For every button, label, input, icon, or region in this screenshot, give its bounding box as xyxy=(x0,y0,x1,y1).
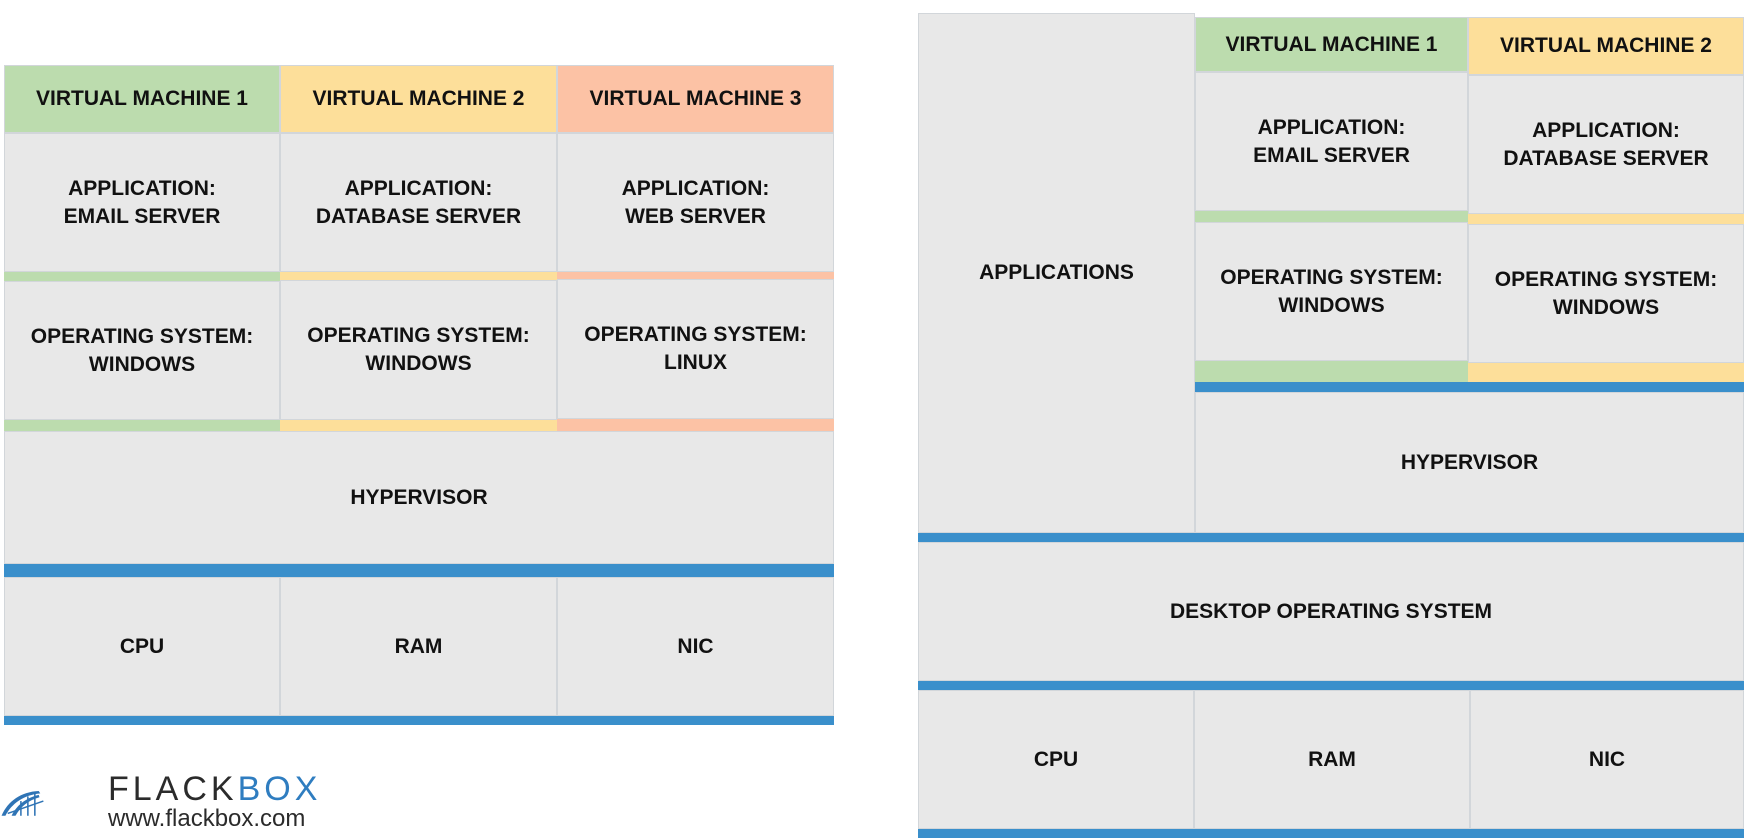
right-vm1-os-divider xyxy=(1195,361,1468,382)
right-desktop-os-top-divider xyxy=(918,533,1744,542)
right-hypervisor-label: HYPERVISOR xyxy=(1400,450,1539,474)
right-vm1-os-label: OPERATING SYSTEM: xyxy=(1220,265,1443,289)
right-desktop-os-bottom-divider xyxy=(918,681,1744,690)
left-vm2-app-divider xyxy=(280,272,557,280)
right-cpu-label: CPU xyxy=(1033,747,1079,771)
right-vm2-app-value: DATABASE SERVER xyxy=(1503,146,1709,170)
left-hardware-divider xyxy=(4,716,834,725)
left-vm3-app-divider xyxy=(557,272,834,279)
left-vm1-app-value: EMAIL SERVER xyxy=(63,204,221,228)
right-vm1-os: OPERATING SYSTEM: WINDOWS xyxy=(1195,222,1468,361)
left-vm2-os-label: OPERATING SYSTEM: xyxy=(307,324,530,347)
right-vm2-os-value: WINDOWS xyxy=(1552,295,1660,319)
right-hw-cpu: CPU xyxy=(918,690,1194,829)
right-applications: APPLICATIONS xyxy=(918,13,1195,533)
left-vm3-title: VIRTUAL MACHINE 3 xyxy=(589,87,802,110)
left-vm1-header: VIRTUAL MACHINE 1 xyxy=(4,65,280,133)
left-hw-ram: RAM xyxy=(280,577,557,716)
left-vm1-os-divider xyxy=(4,420,280,431)
right-vm1-app-value: EMAIL SERVER xyxy=(1253,143,1410,167)
right-ram-label: RAM xyxy=(1308,747,1356,771)
right-hypervisor: HYPERVISOR xyxy=(1195,392,1744,533)
left-cpu-label: CPU xyxy=(119,634,165,658)
left-vm3-application: APPLICATION: WEB SERVER xyxy=(557,133,834,272)
left-vm1-os-value: WINDOWS xyxy=(88,352,196,376)
left-hypervisor-label: HYPERVISOR xyxy=(350,485,488,509)
right-vm1-os-value: WINDOWS xyxy=(1278,293,1385,317)
right-hardware-divider xyxy=(918,829,1744,838)
left-vm1-os: OPERATING SYSTEM: WINDOWS xyxy=(4,281,280,420)
left-vm2-app-label: APPLICATION: xyxy=(344,176,493,200)
bridge-logo-icon xyxy=(1,791,44,816)
left-vm1-os-label: OPERATING SYSTEM: xyxy=(30,324,254,348)
left-vm3-os: OPERATING SYSTEM: LINUX xyxy=(557,279,834,419)
right-vm2-app-divider xyxy=(1468,214,1744,224)
right-vm2-header: VIRTUAL MACHINE 2 xyxy=(1468,17,1744,75)
left-vm1-application: APPLICATION: EMAIL SERVER xyxy=(4,133,280,272)
left-vm3-os-label: OPERATING SYSTEM: xyxy=(584,323,807,346)
left-vm1-title: VIRTUAL MACHINE 1 xyxy=(36,87,248,110)
left-hypervisor: HYPERVISOR xyxy=(4,431,834,564)
left-hypervisor-divider xyxy=(4,564,834,577)
left-vm2-app-value: DATABASE SERVER xyxy=(315,204,522,228)
left-vm2-title: VIRTUAL MACHINE 2 xyxy=(312,87,525,110)
left-hw-cpu: CPU xyxy=(4,577,280,716)
right-vm1-title: VIRTUAL MACHINE 1 xyxy=(1225,32,1438,56)
left-nic-label: NIC xyxy=(677,634,714,658)
left-vm3-os-divider xyxy=(557,419,834,431)
left-vm2-header: VIRTUAL MACHINE 2 xyxy=(280,65,557,133)
brand-accent: BOX xyxy=(237,770,322,808)
left-vm2-application: APPLICATION: DATABASE SERVER xyxy=(280,133,557,272)
left-hw-nic: NIC xyxy=(557,577,834,716)
left-vm3-app-label: APPLICATION: xyxy=(621,176,770,200)
right-vm1-header: VIRTUAL MACHINE 1 xyxy=(1195,17,1468,72)
left-vm3-app-value: WEB SERVER xyxy=(625,204,766,228)
left-vm2-os: OPERATING SYSTEM: WINDOWS xyxy=(280,280,557,420)
right-vm1-application: APPLICATION: EMAIL SERVER xyxy=(1195,72,1468,211)
right-vm-hypervisor-divider xyxy=(1195,382,1744,392)
left-vm2-os-value: WINDOWS xyxy=(365,352,472,375)
left-vm1-app-label: APPLICATION: xyxy=(68,176,216,200)
right-vm2-os-divider xyxy=(1468,363,1744,382)
right-desktop-os: DESKTOP OPERATING SYSTEM xyxy=(918,542,1744,681)
right-hw-nic: NIC xyxy=(1470,690,1744,829)
right-desktop-os-label: DESKTOP OPERATING SYSTEM xyxy=(1169,599,1493,623)
brand-main: FLACK xyxy=(108,770,238,808)
right-applications-label: APPLICATIONS xyxy=(979,261,1134,284)
brand-name: FLACKBOX xyxy=(108,770,321,809)
left-ram-label: RAM xyxy=(394,634,443,658)
left-vm3-header: VIRTUAL MACHINE 3 xyxy=(557,65,834,133)
left-vm3-os-value: LINUX xyxy=(664,351,727,374)
right-nic-label: NIC xyxy=(1588,747,1626,771)
right-vm1-app-divider xyxy=(1195,211,1468,222)
right-vm2-os: OPERATING SYSTEM: WINDOWS xyxy=(1468,224,1744,363)
right-vm2-title: VIRTUAL MACHINE 2 xyxy=(1500,34,1712,57)
left-vm1-app-divider xyxy=(4,272,280,281)
brand-url: www.flackbox.com xyxy=(108,805,306,832)
left-vm2-os-divider xyxy=(280,420,557,431)
right-vm2-app-label: APPLICATION: xyxy=(1532,118,1680,142)
right-hw-ram: RAM xyxy=(1194,690,1470,829)
right-vm2-application: APPLICATION: DATABASE SERVER xyxy=(1468,75,1744,214)
right-vm1-app-label: APPLICATION: xyxy=(1257,115,1406,139)
right-vm2-os-label: OPERATING SYSTEM: xyxy=(1494,267,1718,291)
